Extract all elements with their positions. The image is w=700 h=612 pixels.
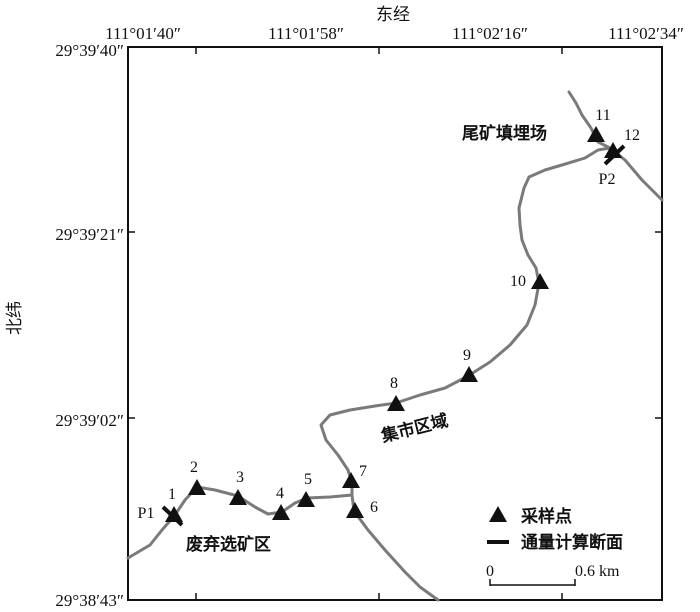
x-tick-label: 111°02′16″ (452, 24, 528, 43)
river (126, 90, 664, 602)
site-label-7: 7 (359, 463, 367, 480)
legend-sampling-label: 采样点 (520, 506, 572, 527)
site-label-9: 9 (463, 347, 471, 364)
site-label-10: 10 (510, 273, 526, 290)
section-p1-label: P1 (138, 505, 155, 522)
site-label-8: 8 (390, 375, 398, 392)
y-tick-label: 29°39′40″ (55, 41, 124, 60)
site-label-6: 6 (370, 499, 378, 516)
legend-section-label: 通量计算断面 (521, 532, 623, 553)
site-marker-2 (188, 479, 206, 495)
site-marker-7 (342, 472, 360, 488)
map-frame (127, 46, 663, 601)
site-marker-6 (346, 502, 364, 518)
area-label-abandoned: 废弃选矿区 (186, 534, 271, 555)
y-tick-label: 29°39′02″ (55, 411, 124, 430)
y-tick-label: 29°38′43″ (55, 591, 124, 610)
flux-sections (161, 144, 626, 527)
sampling-sites (165, 126, 622, 522)
x-tick-label: 111°02′34″ (608, 24, 684, 43)
river-branch-11 (567, 90, 612, 150)
scale-end: 0.6 km (575, 563, 620, 580)
river-branch-6 (350, 493, 440, 602)
site-marker-10 (531, 273, 549, 289)
site-label-3: 3 (236, 469, 244, 486)
site-marker-12 (604, 142, 622, 158)
y-ticks (128, 231, 662, 419)
area-label-tailings: 尾矿填埋场 (462, 123, 547, 144)
river-main (126, 146, 664, 560)
legend-sampling-icon (489, 506, 507, 522)
scale-bar: 0 0.6 km (486, 563, 620, 586)
site-label-4: 4 (276, 485, 284, 502)
site-marker-4 (272, 504, 290, 520)
site-label-2: 2 (190, 459, 198, 476)
x-ticks (195, 47, 563, 600)
site-marker-1 (165, 506, 183, 522)
site-marker-9 (460, 366, 478, 382)
site-marker-3 (229, 489, 247, 505)
y-tick-label: 29°39′21″ (55, 225, 124, 244)
site-marker-5 (297, 491, 315, 507)
legend: 采样点 通量计算断面 (487, 506, 623, 553)
x-tick-label: 111°01′58″ (268, 24, 344, 43)
x-axis-title: 东经 (376, 5, 410, 25)
site-label-12: 12 (624, 127, 640, 144)
site-marker-11 (587, 126, 605, 142)
site-label-5: 5 (304, 471, 312, 488)
site-label-1: 1 (168, 486, 176, 503)
area-label-market: 集市区域 (378, 410, 450, 447)
site-marker-8 (387, 395, 405, 411)
site-label-11: 11 (595, 107, 610, 124)
scale-start: 0 (486, 563, 494, 580)
section-p2-label: P2 (599, 171, 616, 188)
y-axis-title: 北纬 (5, 301, 25, 335)
x-tick-label: 111°01′40″ (105, 24, 181, 43)
